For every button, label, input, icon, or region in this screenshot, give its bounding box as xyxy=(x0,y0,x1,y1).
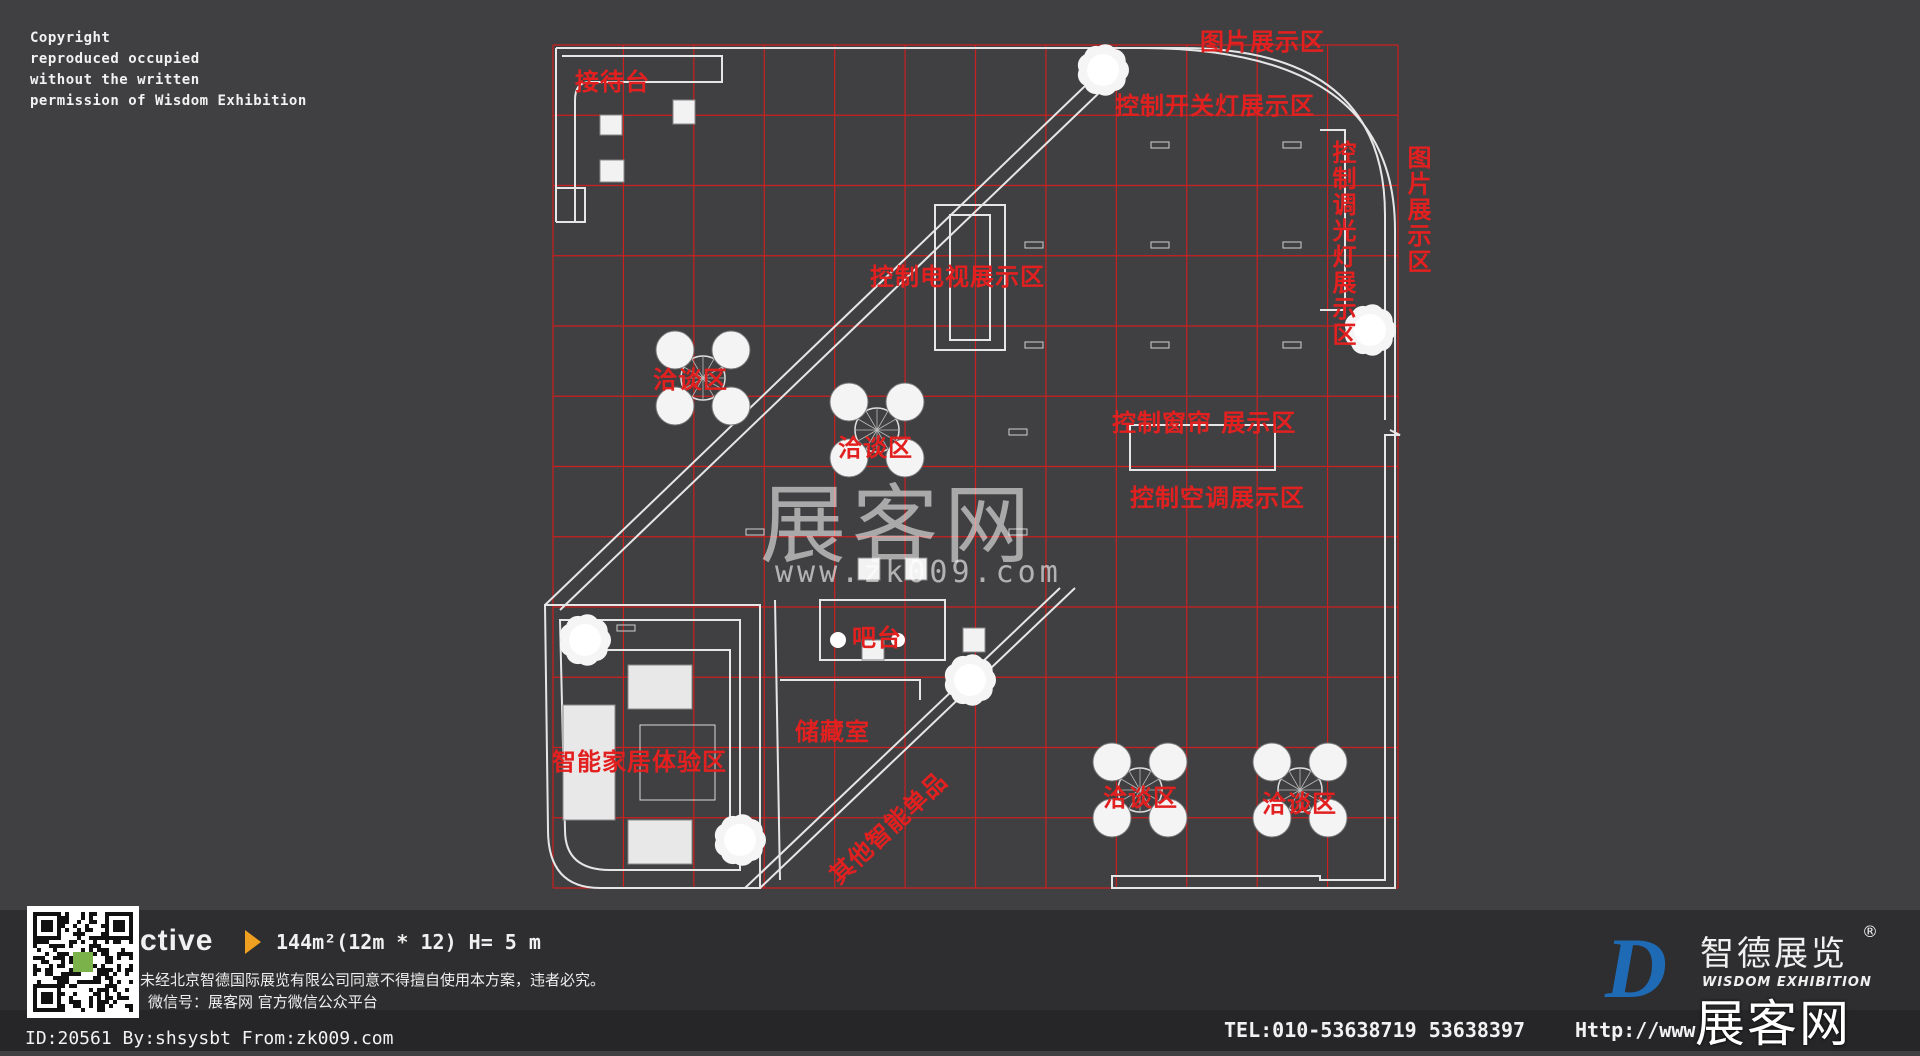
brand-name-en: WISDOM EXHIBITION xyxy=(1702,975,1872,990)
flower-icons xyxy=(830,632,905,648)
wechat-info: 微信号：展客网 官方微信公众平台 xyxy=(148,993,378,1011)
spotlight-icon xyxy=(1282,341,1302,349)
chair-icon xyxy=(655,330,695,370)
label-smart-home: 智能家居体验区 xyxy=(552,748,727,776)
chair-icon xyxy=(1308,798,1348,838)
spotlight-icon xyxy=(616,624,636,632)
label-aircon: 控制空调展示区 xyxy=(1130,484,1305,512)
watermark-logo: 展客网 xyxy=(760,476,1036,576)
label-nego-center: 洽谈区 xyxy=(838,434,913,462)
copyright-line: Copyright xyxy=(30,30,111,46)
label-nego-bottom-right: 洽谈区 xyxy=(1262,790,1337,818)
telephone: TEL:010-53638719 53638397 xyxy=(1224,1018,1526,1042)
chair-icon xyxy=(655,386,695,426)
chair-icon xyxy=(829,382,869,422)
tree-icons xyxy=(559,44,1396,866)
coffee-table-icon xyxy=(639,724,716,801)
chair-icon xyxy=(711,386,751,426)
sofa-icon xyxy=(627,664,693,710)
tree-icon xyxy=(1077,44,1129,96)
chair-icon xyxy=(599,159,625,183)
chair-icon xyxy=(672,99,696,125)
label-picture-right: 图片展示区 xyxy=(1403,145,1431,275)
corner-watermark-logo: 展客网 xyxy=(1695,995,1851,1053)
chair-icon xyxy=(1252,742,1292,782)
label-picture-top: 图片展示区 xyxy=(1200,28,1325,56)
chair-icon xyxy=(599,114,623,136)
footer-band xyxy=(0,910,1920,1010)
chair-icon xyxy=(861,639,885,661)
tree-icon xyxy=(1344,304,1396,356)
chair-icon xyxy=(1092,742,1132,782)
tree-icon xyxy=(714,814,766,866)
tree-icon xyxy=(559,614,611,666)
label-curtain: 控制窗帘 展示区 xyxy=(1112,409,1297,437)
chair-icon xyxy=(857,557,881,581)
spotlight-icon xyxy=(745,528,765,536)
chair-icon xyxy=(1252,798,1292,838)
registered-mark: ® xyxy=(1862,922,1878,941)
chair-icon xyxy=(962,627,986,653)
stools xyxy=(562,99,986,865)
chair-icon xyxy=(1308,742,1348,782)
chair-icon xyxy=(711,330,751,370)
spotlight-icon xyxy=(1008,428,1028,436)
chair-icon xyxy=(1148,742,1188,782)
spotlight-icon xyxy=(1282,241,1302,249)
flower-icon xyxy=(891,633,905,647)
copyright-line: reproduced occupied xyxy=(30,51,200,67)
chair-icon xyxy=(904,557,928,581)
negotiation-tables xyxy=(655,330,1348,838)
booth-outline xyxy=(543,47,1401,889)
label-bar: 吧台 xyxy=(852,624,902,652)
spotlight-icon xyxy=(1150,141,1170,149)
round-table-icon xyxy=(1252,742,1348,838)
sofa-icon xyxy=(562,704,616,821)
spotlight-icon xyxy=(1150,241,1170,249)
sofa-icon xyxy=(627,819,693,865)
id-line: ID:20561 By:shsysbt From:zk009.com xyxy=(25,1028,394,1049)
watermark-url: www.zk009.com xyxy=(775,555,1062,590)
booth-spec: 144m²(12m * 12) H= 5 m xyxy=(276,930,541,954)
chair-icon xyxy=(829,438,869,478)
label-storage: 储藏室 xyxy=(795,718,870,746)
copyright-notice: Copyright reproduced occupied without th… xyxy=(30,28,307,112)
copyright-line: permission of Wisdom Exhibition xyxy=(30,93,307,109)
chair-icon xyxy=(1092,798,1132,838)
perspective-title: ctive xyxy=(140,924,214,957)
chair-icon xyxy=(885,438,925,478)
spotlight-icon xyxy=(1150,341,1170,349)
label-nego-left: 洽谈区 xyxy=(653,366,728,394)
copyright-line: without the written xyxy=(30,72,200,88)
brand-name-cn: 智德展览 xyxy=(1700,934,1848,974)
tree-icon xyxy=(944,654,996,706)
round-table-icon xyxy=(655,330,751,426)
chair-icon xyxy=(885,382,925,422)
label-dimming: 控制调光灯展示区 xyxy=(1328,140,1356,348)
round-table-icon xyxy=(1092,742,1188,838)
spotlight-icon xyxy=(1282,141,1302,149)
label-switch-light: 控制开关灯展示区 xyxy=(1115,92,1315,120)
spotlight-icon xyxy=(1024,241,1044,249)
copyright-notice-cn: 未经北京智德国际展览有限公司同意不得擅自使用本方案，违者必究。 xyxy=(140,971,606,989)
spotlight-icons xyxy=(616,141,1302,632)
qr-code-icon xyxy=(33,912,133,1012)
bottom-band xyxy=(0,1010,1920,1051)
label-reception: 接待台 xyxy=(575,68,650,96)
spotlight-icon xyxy=(1008,528,1028,536)
website-link[interactable]: Http://www xyxy=(1575,1018,1696,1042)
round-table-icon xyxy=(829,382,925,478)
play-arrow-icon xyxy=(245,930,261,954)
flower-icon xyxy=(830,632,846,648)
label-nego-bottom-left: 洽谈区 xyxy=(1103,784,1178,812)
spotlight-icon xyxy=(1024,341,1044,349)
label-tv: 控制电视展示区 xyxy=(870,263,1045,291)
chair-icon xyxy=(1148,798,1188,838)
brand-logo-icon: D xyxy=(1605,920,1668,1016)
qr-code[interactable] xyxy=(27,906,139,1018)
